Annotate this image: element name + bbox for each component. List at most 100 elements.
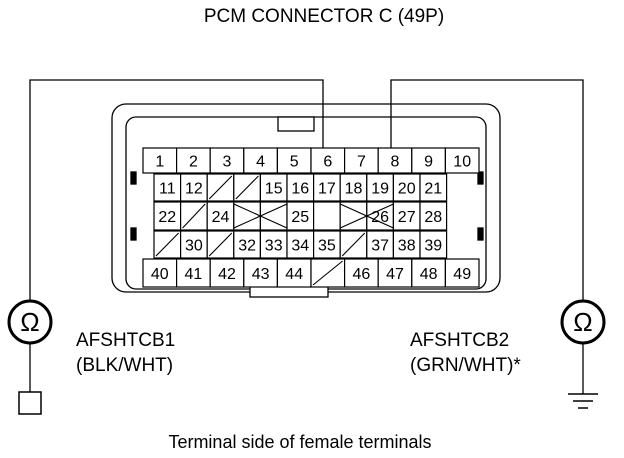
wires — [29, 79, 584, 394]
empty-pin-slash — [208, 175, 233, 200]
pin-number: 15 — [265, 181, 283, 198]
pin-number: 46 — [353, 266, 371, 283]
pin-number: 18 — [345, 181, 363, 198]
pin-number: 27 — [398, 209, 416, 226]
body-terminal-square-icon — [18, 391, 42, 415]
pin-cell — [142, 147, 178, 174]
pin-cell — [153, 201, 182, 231]
pin-number: 22 — [158, 209, 176, 226]
pin-cell — [419, 201, 448, 231]
empty-pin-slash — [155, 232, 179, 257]
empty-pin-slash — [341, 232, 366, 257]
pin-number: 48 — [420, 266, 438, 283]
pin-number: 44 — [285, 266, 303, 283]
pin-number: 21 — [424, 181, 442, 198]
side-key-right-1 — [477, 171, 484, 185]
pin-number: 16 — [291, 181, 309, 198]
right-signal-label: AFSHTCB2 — [410, 330, 509, 351]
pin-number: 38 — [398, 238, 416, 255]
pin-number: 17 — [318, 181, 336, 198]
ohm-symbol: Ω — [573, 307, 592, 337]
right-wire-label: (GRN/WHT)* — [410, 355, 521, 376]
pin-cell — [286, 201, 315, 231]
pin-number: 33 — [265, 238, 283, 255]
empty-pin-slash — [235, 175, 259, 200]
diagram-title: PCM CONNECTOR C (49P) — [204, 6, 444, 27]
pin-number: 32 — [238, 238, 256, 255]
pin-number: 24 — [212, 209, 230, 226]
empty-pin-slash — [182, 203, 206, 229]
pin-number: 3 — [223, 154, 232, 171]
empty-pin-cell — [233, 201, 262, 231]
pin-cell — [411, 258, 446, 288]
ground-icon — [568, 393, 598, 409]
pin-number: 35 — [318, 238, 336, 255]
pin-number: 37 — [371, 238, 389, 255]
pin-cell — [392, 173, 421, 202]
empty-pin-slash — [208, 232, 233, 257]
left-wire-label: (BLK/WHT) — [76, 355, 173, 376]
ohm-symbol: Ω — [20, 307, 39, 337]
left-signal-label: AFSHTCB1 — [76, 330, 175, 351]
ohmmeter-icon — [560, 299, 606, 345]
pin-number: 19 — [371, 181, 389, 198]
pin-number: 11 — [159, 181, 176, 198]
pin-number: 47 — [386, 266, 404, 283]
empty-pin-slash — [312, 260, 343, 286]
pin-cell — [313, 230, 341, 259]
side-key-left-2 — [130, 227, 137, 241]
caption: Terminal side of female terminals — [168, 432, 431, 452]
pin-cell — [444, 147, 480, 174]
pin-number: 49 — [453, 266, 471, 283]
pin-cell — [142, 258, 178, 288]
pin-cell — [444, 258, 480, 288]
pin-cell — [180, 173, 208, 202]
pin-number: 26 — [371, 209, 389, 226]
no-pin-x-mark — [233, 203, 288, 229]
no-pin-x-mark — [339, 203, 394, 229]
wire-left — [29, 79, 324, 301]
pin-cell — [276, 258, 312, 288]
side-key-left-1 — [130, 171, 137, 185]
pin-number: 43 — [252, 266, 270, 283]
lock-tab-top — [277, 116, 315, 132]
pin-number: 34 — [291, 238, 309, 255]
pin-number: 1 — [155, 154, 164, 171]
left-ohmmeter: Ω — [7, 299, 53, 345]
pin-number: 10 — [453, 154, 471, 171]
pin-number: 7 — [357, 154, 366, 171]
right-ohmmeter: Ω — [560, 299, 606, 345]
wire-right — [390, 79, 584, 301]
pin-number: 20 — [398, 181, 416, 198]
pin-cell — [419, 173, 448, 202]
pin-number: 25 — [291, 209, 309, 226]
pin-number: 8 — [391, 154, 400, 171]
pin-number: 39 — [424, 238, 442, 255]
pin-number: 9 — [424, 154, 433, 171]
pin-number: 42 — [218, 266, 236, 283]
pin-cell — [313, 173, 341, 202]
empty-pin-cell — [339, 201, 368, 231]
pin-cell — [286, 173, 315, 202]
pin-cell — [366, 230, 394, 259]
pin-cell — [259, 173, 288, 202]
pin-number: 40 — [151, 266, 169, 283]
pin-cell — [180, 230, 208, 259]
pin-cell — [209, 258, 245, 288]
empty-pin-cell — [313, 201, 341, 231]
pin-cell — [344, 147, 379, 174]
pin-cell — [366, 173, 394, 202]
pin-number: 2 — [189, 154, 198, 171]
pin-number: 30 — [185, 238, 203, 255]
pin-number: 6 — [323, 154, 332, 171]
side-key-right-2 — [477, 227, 484, 241]
pin-number: 28 — [424, 209, 442, 226]
pin-number: 41 — [185, 266, 203, 283]
pin-number: 12 — [185, 181, 203, 198]
pin-number: 4 — [256, 154, 265, 171]
pin-cell — [259, 230, 288, 259]
pin-cell — [411, 147, 446, 174]
